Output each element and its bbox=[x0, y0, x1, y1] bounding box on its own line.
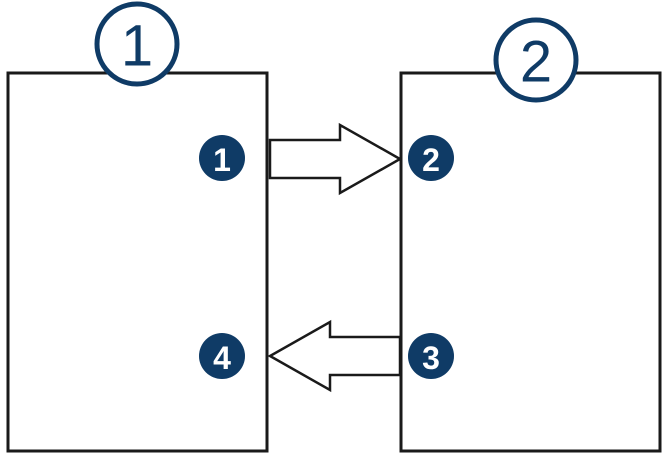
panel-left-badge-label: 1 bbox=[121, 14, 153, 79]
marker-1: 1 bbox=[199, 135, 245, 181]
arrow-right-icon bbox=[268, 122, 403, 196]
panel-right-badge bbox=[493, 17, 579, 103]
marker-3-circle bbox=[408, 333, 454, 379]
marker-3-label: 3 bbox=[422, 340, 440, 376]
marker-4: 4 bbox=[199, 333, 245, 379]
panel-left-badge bbox=[94, 1, 180, 87]
arrow-left-icon bbox=[267, 319, 402, 393]
marker-2-circle bbox=[408, 135, 454, 181]
panel-right: 2 bbox=[399, 17, 662, 453]
marker-4-label: 4 bbox=[213, 340, 231, 376]
marker-3: 3 bbox=[408, 333, 454, 379]
marker-1-label: 1 bbox=[213, 142, 231, 178]
panel-right-badge-label: 2 bbox=[520, 30, 552, 95]
marker-2: 2 bbox=[408, 135, 454, 181]
marker-2-label: 2 bbox=[422, 142, 440, 178]
marker-4-circle bbox=[199, 333, 245, 379]
panel-left-box bbox=[6, 71, 269, 453]
panel-right-box bbox=[399, 71, 662, 453]
marker-1-circle bbox=[199, 135, 245, 181]
panel-left: 1 bbox=[6, 1, 269, 453]
